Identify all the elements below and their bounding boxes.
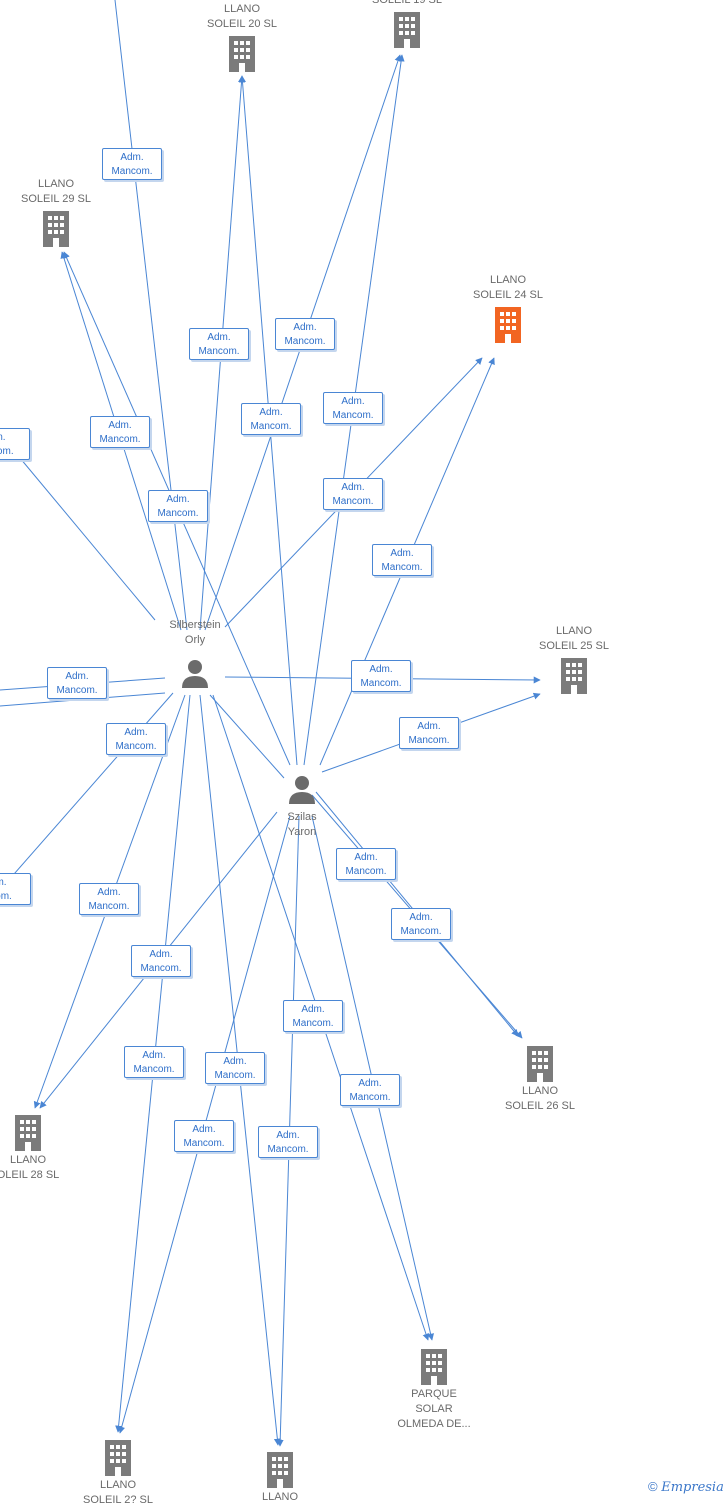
building-icon [15, 1115, 41, 1151]
relation-label[interactable]: Adm. Mancom. [372, 544, 432, 576]
relation-label[interactable]: Adm. Mancom. [90, 416, 150, 448]
relation-label[interactable]: Adm. Mancom. [275, 318, 335, 350]
company-label: PARQUE SOLAR OLMEDA DE... [397, 1388, 471, 1430]
relation-label[interactable]: m. com. [0, 873, 31, 905]
relation-label[interactable]: Adm. Mancom. [106, 723, 166, 755]
relation-label[interactable]: Adm. Mancom. [189, 328, 249, 360]
relation-label[interactable]: Adm. Mancom. [241, 403, 301, 435]
relation-label[interactable]: Adm. Mancom. [323, 392, 383, 424]
company-node-bottom-left[interactable]: LLANO SOLEIL 2? SL [72, 1440, 164, 1508]
building-icon [394, 12, 420, 48]
company-label: SOLEIL 19 SL [372, 0, 442, 6]
person-icon [289, 776, 315, 804]
relation-label[interactable]: Adm. Mancom. [205, 1052, 265, 1084]
company-label: LLANO OLEIL 28 SL [0, 1154, 60, 1181]
company-node-bottom-center[interactable]: LLANO [234, 1452, 326, 1505]
company-label: LLANO [261, 1491, 299, 1503]
company-label: LLANO SOLEIL 29 SL [21, 178, 91, 205]
company-node-soleil-25[interactable]: LLANO SOLEIL 25 SL [528, 624, 620, 694]
building-icon-highlighted [495, 307, 521, 343]
company-node-soleil-24[interactable]: LLANO SOLEIL 24 SL [462, 273, 554, 343]
person-icon [182, 660, 208, 688]
copyright-symbol: © [648, 1479, 658, 1494]
company-label: LLANO SOLEIL 26 SL [505, 1085, 575, 1112]
relation-label[interactable]: Adm. Mancom. [391, 908, 451, 940]
relation-label[interactable]: Adm. Mancom. [399, 717, 459, 749]
person-node-szilas[interactable]: Szilas Yaron [262, 774, 342, 840]
company-label: LLANO SOLEIL 24 SL [473, 274, 543, 301]
relation-label[interactable]: Adm. Mancom. [258, 1126, 318, 1158]
relation-label[interactable]: Adm. Mancom. [79, 883, 139, 915]
relationship-edge [114, 0, 188, 631]
relation-label[interactable]: Adm. Mancom. [131, 945, 191, 977]
company-label: LLANO SOLEIL 20 SL [207, 3, 277, 30]
brand-name: Empresia [661, 1480, 724, 1495]
company-node-parque-solar[interactable]: PARQUE SOLAR OLMEDA DE... [388, 1349, 480, 1432]
copyright-notice: © Empresia [648, 1479, 724, 1495]
company-node-soleil-19[interactable]: SOLEIL 19 SL [362, 0, 452, 48]
relation-label[interactable]: Adm. Mancom. [102, 148, 162, 180]
relation-label[interactable]: Adm. Mancom. [336, 848, 396, 880]
building-icon [43, 211, 69, 247]
relation-label[interactable]: Adm. Mancom. [323, 478, 383, 510]
person-label: Silberstein Orly [169, 619, 221, 646]
company-node-soleil-26[interactable]: LLANO SOLEIL 26 SL [494, 1046, 586, 1114]
company-node-soleil-28[interactable]: LLANO OLEIL 28 SL [0, 1115, 60, 1183]
building-icon [527, 1046, 553, 1082]
building-icon [105, 1440, 131, 1476]
person-node-silberstein[interactable]: Silberstein Orly [155, 618, 235, 690]
building-icon [421, 1349, 447, 1385]
company-node-soleil-29[interactable]: LLANO SOLEIL 29 SL [10, 177, 102, 247]
relation-label[interactable]: Adm. Mancom. [351, 660, 411, 692]
relationship-edge [0, 692, 166, 707]
building-icon [561, 658, 587, 694]
building-icon [229, 36, 255, 72]
relation-label[interactable]: Adm. Mancom. [47, 667, 107, 699]
relation-label[interactable]: Adm. Mancom. [340, 1074, 400, 1106]
relation-label[interactable]: Adm. Mancom. [283, 1000, 343, 1032]
relationship-edge [209, 694, 285, 779]
building-icon [267, 1452, 293, 1488]
relation-label[interactable]: Adm. Mancom. [124, 1046, 184, 1078]
relation-label[interactable]: m. ncom. [0, 428, 30, 460]
person-label: Szilas Yaron [287, 811, 317, 838]
company-label: LLANO SOLEIL 25 SL [539, 625, 609, 652]
company-node-soleil-20[interactable]: LLANO SOLEIL 20 SL [196, 2, 288, 72]
relation-label[interactable]: Adm. Mancom. [174, 1120, 234, 1152]
company-label: LLANO SOLEIL 2? SL [83, 1479, 153, 1506]
relation-label[interactable]: Adm. Mancom. [148, 490, 208, 522]
relationship-edge [19, 457, 156, 621]
